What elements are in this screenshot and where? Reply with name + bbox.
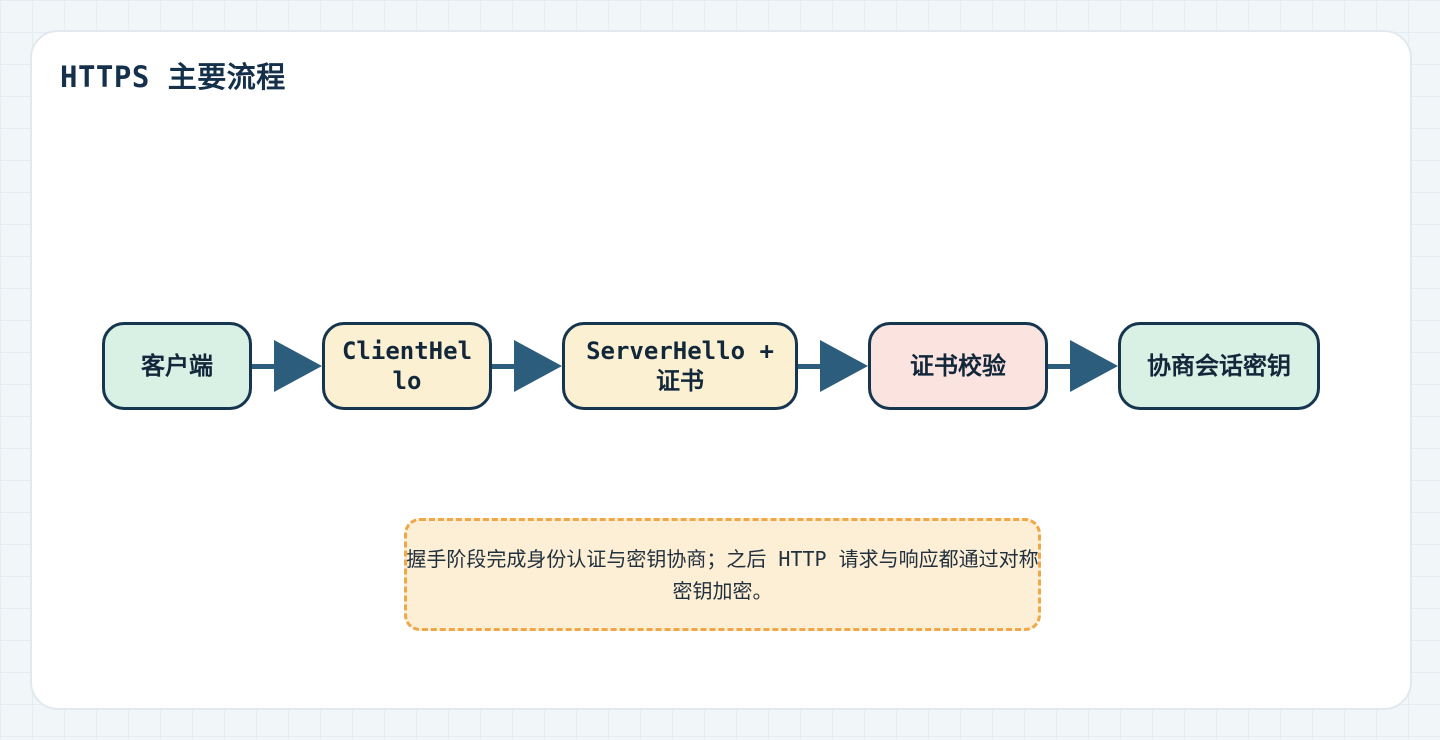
flow-node-server-hello-cert: ServerHello + 证书 bbox=[562, 322, 798, 410]
note-text: 握手阶段完成身份认证与密钥协商；之后 HTTP 请求与响应都通过对称密钥加密。 bbox=[406, 546, 1039, 603]
arrow-stem bbox=[492, 363, 514, 369]
flowchart-row: 客户端 ClientHello ServerHello + 证书 证书校验 bbox=[102, 322, 1320, 410]
arrow-right-icon bbox=[514, 340, 562, 392]
flow-connector bbox=[492, 322, 562, 410]
note-box: 握手阶段完成身份认证与密钥协商；之后 HTTP 请求与响应都通过对称密钥加密。 bbox=[404, 518, 1041, 631]
arrow-right-icon bbox=[820, 340, 868, 392]
flow-node-label: 证书校验 bbox=[910, 352, 1006, 380]
flow-node-client: 客户端 bbox=[102, 322, 252, 410]
flow-connector bbox=[252, 322, 322, 410]
diagram-card: HTTPS 主要流程 客户端 ClientHello ServerHello +… bbox=[30, 30, 1412, 710]
arrow-right-icon bbox=[274, 340, 322, 392]
flow-node-client-hello: ClientHello bbox=[322, 322, 492, 410]
arrow-right-icon bbox=[1070, 340, 1118, 392]
flow-connector bbox=[798, 322, 868, 410]
arrow-stem bbox=[798, 363, 820, 369]
flow-node-cert-verify: 证书校验 bbox=[868, 322, 1048, 410]
flow-connector bbox=[1048, 322, 1118, 410]
flow-node-label: ClientHello bbox=[341, 337, 473, 395]
arrow-stem bbox=[252, 363, 274, 369]
flow-node-label: 协商会话密钥 bbox=[1147, 352, 1291, 380]
arrow-stem bbox=[1048, 363, 1070, 369]
flow-node-session-key: 协商会话密钥 bbox=[1118, 322, 1320, 410]
page-title: HTTPS 主要流程 bbox=[60, 60, 286, 94]
flow-node-label: 客户端 bbox=[141, 352, 213, 380]
flow-node-label: ServerHello + 证书 bbox=[586, 337, 774, 395]
